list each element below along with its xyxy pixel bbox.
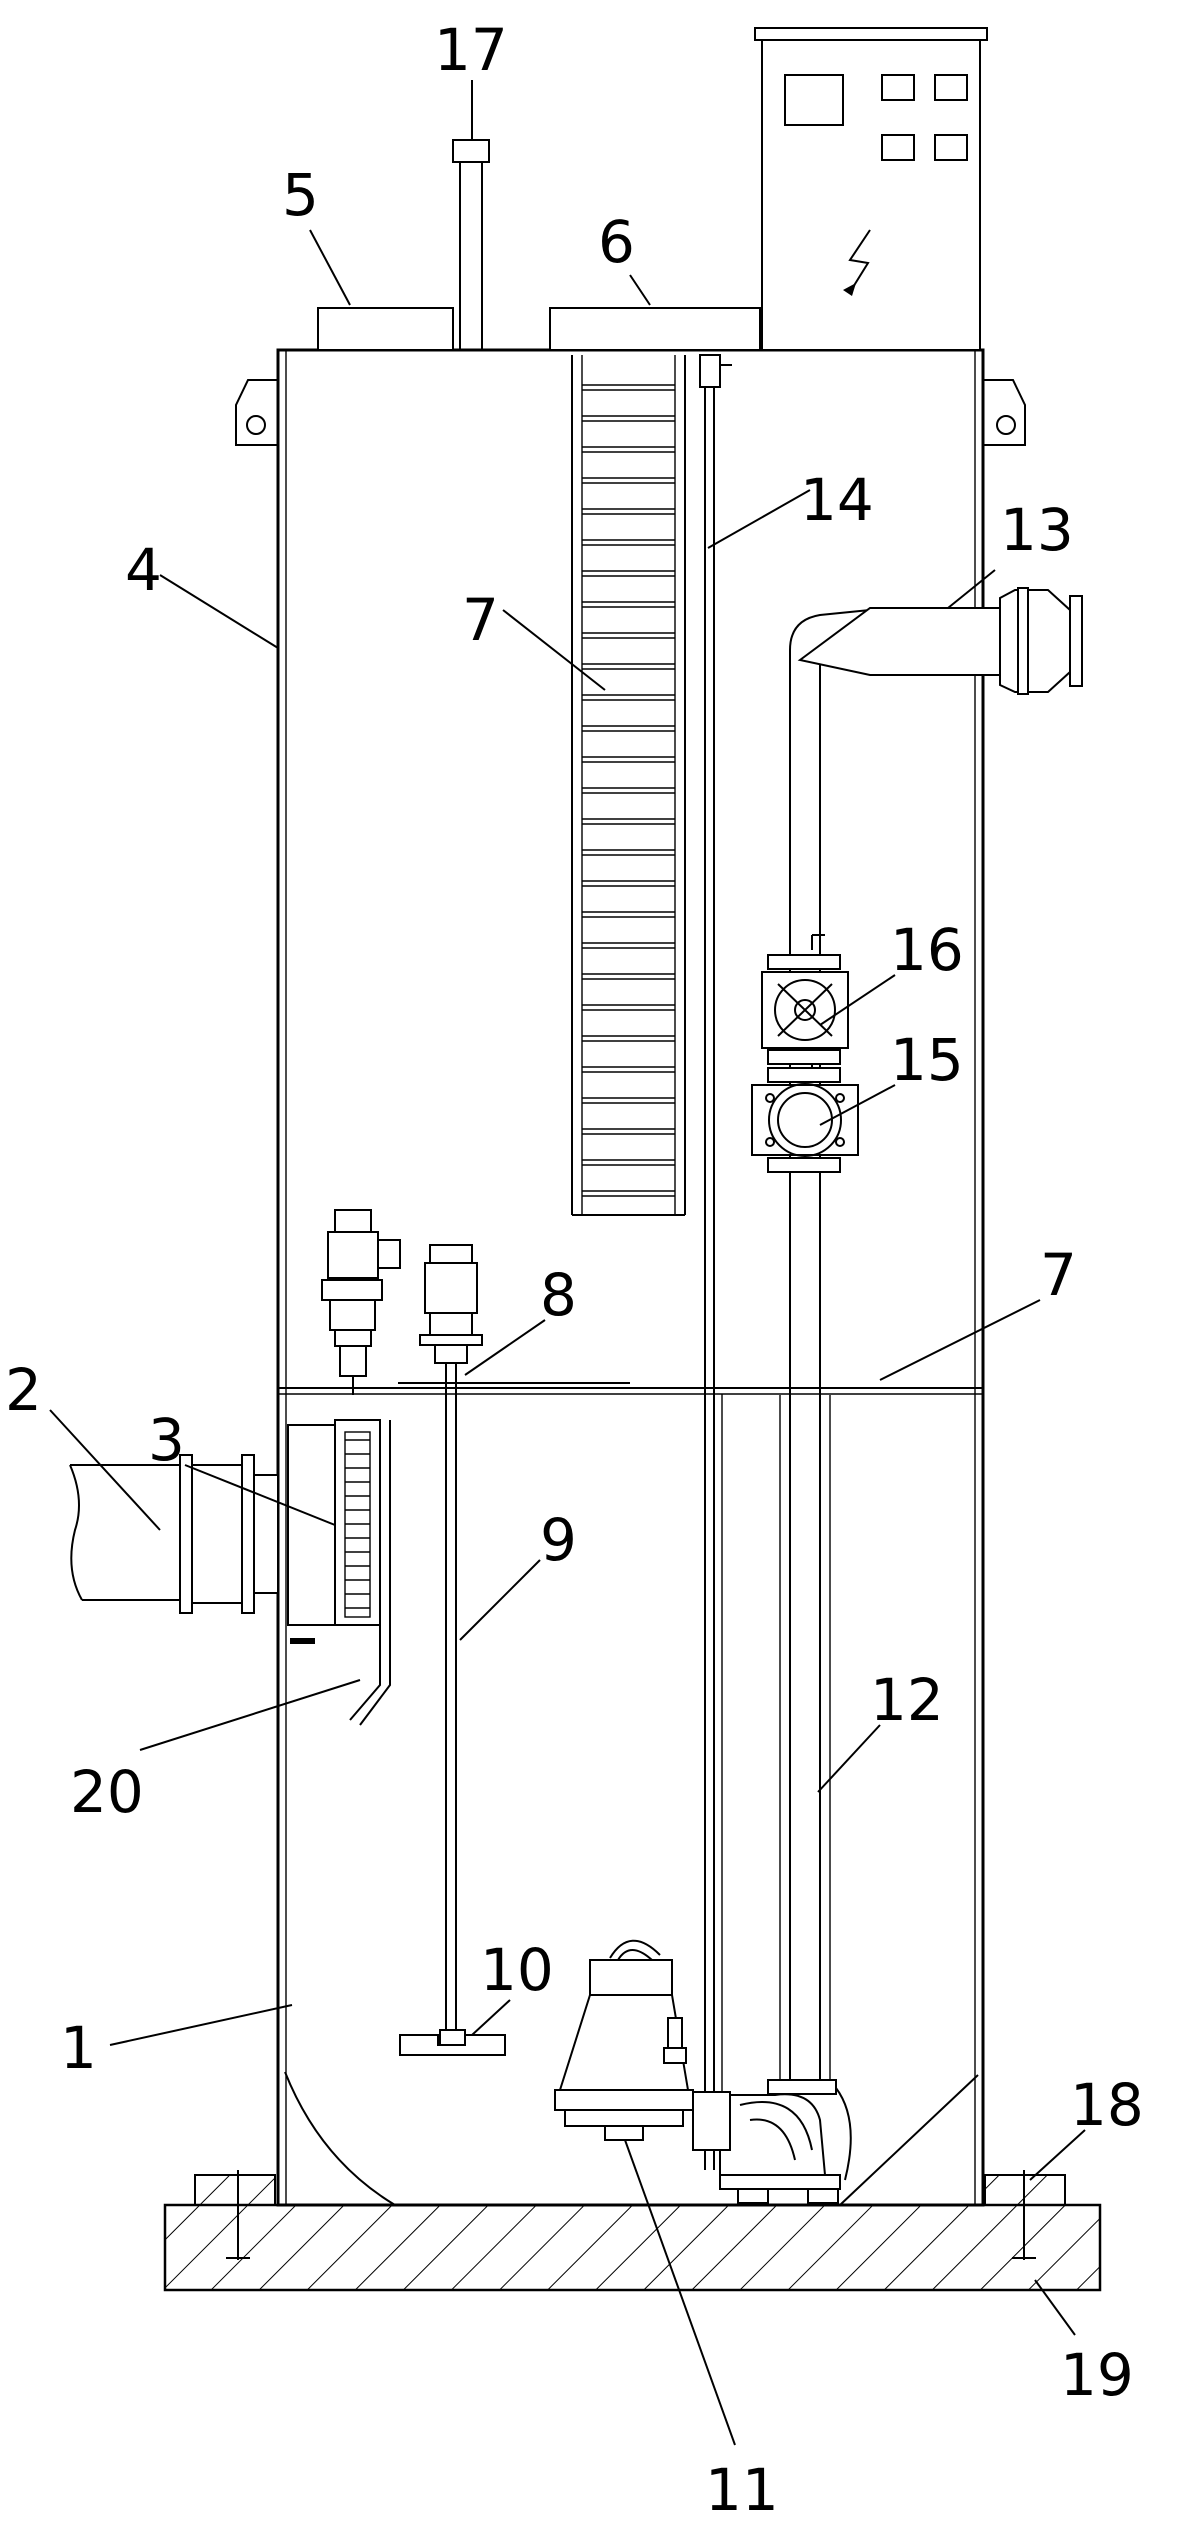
label-7a: 7: [462, 586, 499, 654]
label-13: 13: [1000, 496, 1074, 564]
label-2: 2: [5, 1356, 42, 1424]
bracket-20: [349, 1420, 391, 1726]
label-5: 5: [282, 161, 319, 229]
label-9: 9: [540, 1506, 577, 1574]
leader-lines: [49, 80, 1086, 2446]
submersible-pump-11: [554, 1939, 852, 2204]
label-14: 14: [800, 466, 874, 534]
inlet-pipe-2: [69, 1454, 279, 1614]
top-cover-5: [317, 307, 454, 351]
part-labels: 17 5 6 14 13 4 7 16 15 8 7 3 2 9 12 20 1…: [5, 16, 1144, 2524]
label-12: 12: [870, 1666, 944, 1734]
control-box: [754, 27, 988, 351]
check-valve-16: [761, 934, 849, 1081]
grinder-motor: [321, 1209, 401, 1395]
label-7b: 7: [1040, 1241, 1077, 1309]
label-11: 11: [705, 2456, 779, 2524]
mixer-blade-10: [399, 2029, 506, 2056]
label-20: 20: [70, 1758, 144, 1826]
label-19: 19: [1060, 2341, 1134, 2409]
mixer-shaft-9: [445, 1363, 457, 2050]
outlet-13: [797, 587, 1083, 695]
vent-pipe-17: [452, 139, 490, 350]
label-15: 15: [890, 1026, 964, 1094]
discharge-pipe-12: [779, 609, 871, 2080]
foundation-slab: [163, 2170, 1102, 2292]
label-1: 1: [60, 2014, 97, 2082]
label-10: 10: [480, 1936, 554, 2004]
gate-valve-15: [751, 1067, 859, 1173]
top-cover-6: [549, 307, 761, 351]
label-3: 3: [148, 1406, 185, 1474]
ladder-7: [571, 355, 686, 1216]
label-4: 4: [125, 536, 162, 604]
label-18: 18: [1070, 2071, 1144, 2139]
mixer-8: [398, 1244, 630, 1384]
guide-rod-14: [699, 354, 732, 2170]
screen-3: [287, 1419, 381, 1644]
label-8: 8: [540, 1261, 577, 1329]
lightning-bolt-icon: [843, 229, 871, 296]
label-17: 17: [434, 16, 508, 84]
label-16: 16: [890, 916, 964, 984]
label-6: 6: [598, 208, 635, 276]
